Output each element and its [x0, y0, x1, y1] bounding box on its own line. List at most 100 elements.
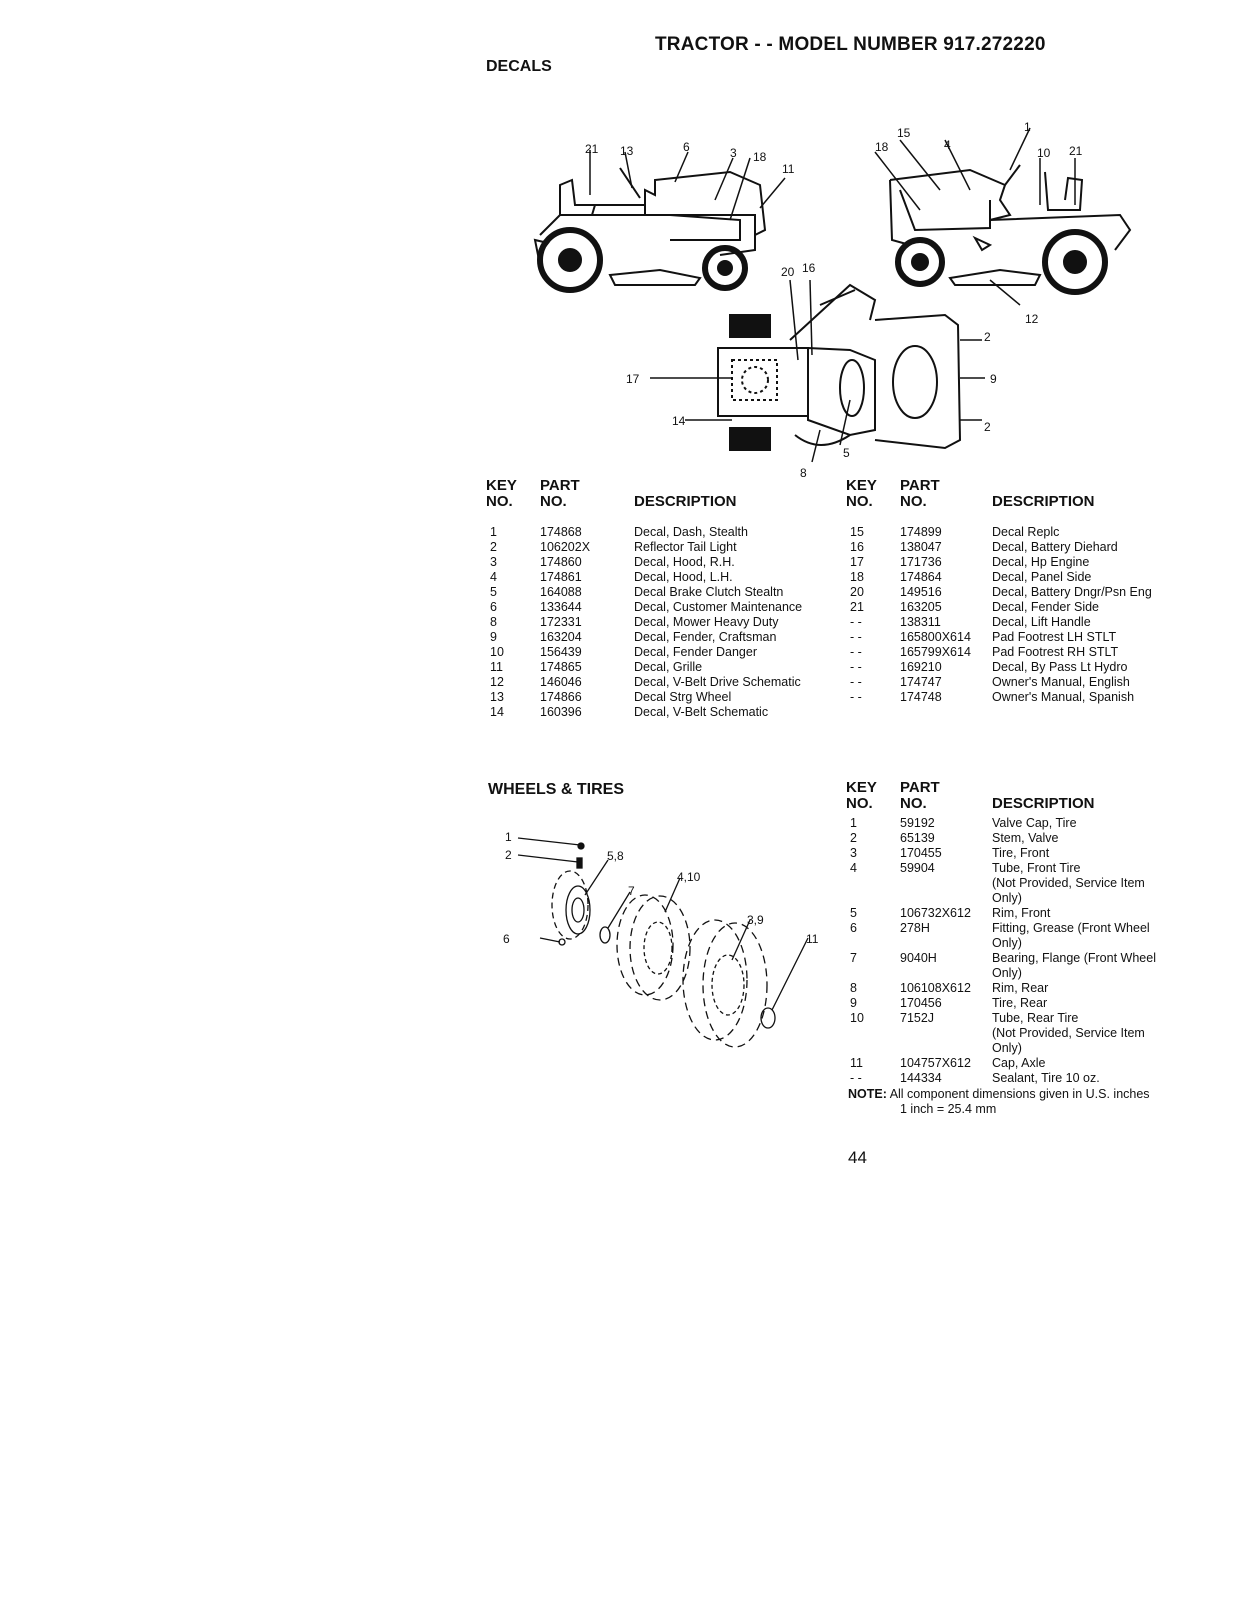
- cell-key: - -: [850, 1071, 862, 1085]
- note-label: NOTE:: [848, 1087, 887, 1101]
- cell-desc: Only): [992, 891, 1022, 905]
- cell-key: 6: [850, 921, 857, 935]
- cell-key: - -: [850, 675, 862, 689]
- cell-key: 10: [850, 1011, 864, 1025]
- table-row: Only): [850, 891, 1180, 906]
- cell-part: 165800X614: [900, 630, 971, 644]
- note-text: All component dimensions given in U.S. i…: [889, 1087, 1150, 1101]
- cell-key: 16: [850, 540, 864, 554]
- page-title: TRACTOR - - MODEL NUMBER 917.272220: [655, 34, 1046, 55]
- cell-part: 65139: [900, 831, 935, 845]
- callout-3: 3: [730, 146, 737, 160]
- cell-part: 169210: [900, 660, 942, 674]
- wheels-callout-11: 11: [806, 932, 819, 946]
- cell-key: 8: [490, 615, 497, 629]
- cell-part: 174866: [540, 690, 582, 704]
- cell-key: 21: [850, 600, 864, 614]
- cell-desc: Only): [992, 1041, 1022, 1055]
- table-row: (Not Provided, Service Item: [850, 876, 1180, 891]
- cell-desc: Decal, Grille: [634, 660, 703, 674]
- cell-part: 174748: [900, 690, 942, 704]
- cell-desc: Rim, Rear: [992, 981, 1049, 995]
- cell-part: 164088: [540, 585, 582, 599]
- page-number: 44: [848, 1148, 867, 1167]
- cell-part: 160396: [540, 705, 582, 719]
- cell-part: 278H: [900, 921, 930, 935]
- cell-part: 7152J: [900, 1011, 935, 1025]
- cell-part: 171736: [900, 555, 942, 569]
- cell-part: 170456: [900, 996, 942, 1010]
- cell-desc: Bearing, Flange (Front Wheel: [992, 951, 1156, 965]
- cell-part: 165799X614: [900, 645, 971, 659]
- table-row: 16 138047 Decal, Battery Diehard: [850, 540, 1180, 555]
- cell-desc: Decal, Battery Diehard: [992, 540, 1118, 554]
- wheels-callout-1: 1: [505, 830, 512, 844]
- cell-part: 138311: [900, 615, 941, 629]
- cell-desc: Decal, Hood, R.H.: [634, 555, 735, 569]
- cell-desc: Only): [992, 936, 1022, 950]
- cell-desc: Fitting, Grease (Front Wheel: [992, 921, 1150, 935]
- cell-desc: Sealant, Tire 10 oz.: [992, 1071, 1100, 1085]
- decals-right-header-description: DESCRIPTION: [992, 493, 1095, 510]
- cell-desc: Decal, Lift Handle: [992, 615, 1091, 629]
- callout-10: 10: [1037, 146, 1051, 160]
- cell-desc: (Not Provided, Service Item: [992, 1026, 1145, 1040]
- callout-21-right: 21: [1069, 144, 1083, 158]
- wheels-callout-2: 2: [505, 848, 512, 862]
- cell-part: 9040H: [900, 951, 937, 965]
- wheels-callout-4-10: 4,10: [677, 870, 701, 884]
- table-row: (Not Provided, Service Item: [850, 1026, 1180, 1041]
- cell-part: 174860: [540, 555, 582, 569]
- cell-part: 174861: [540, 570, 582, 584]
- cell-part: 138047: [900, 540, 942, 554]
- cell-part: 156439: [540, 645, 582, 659]
- callout-12: 12: [1025, 312, 1039, 326]
- cell-part: 146046: [540, 675, 582, 689]
- cell-desc: Tube, Rear Tire: [992, 1011, 1079, 1025]
- table-row: - - 169210 Decal, By Pass Lt Hydro: [850, 660, 1180, 675]
- table-row: 10 7152J Tube, Rear Tire: [850, 1011, 1180, 1026]
- cell-key: - -: [850, 690, 862, 704]
- cell-key: 14: [490, 705, 504, 719]
- decals-leader-lines: [589, 127, 1076, 463]
- cell-desc: Tube, Front Tire: [992, 861, 1081, 875]
- cell-part: 104757X612: [900, 1056, 971, 1070]
- cell-part: 106108X612: [900, 981, 971, 995]
- cell-desc: Decal Replc: [992, 525, 1060, 539]
- wheels-callout-7: 7: [628, 884, 635, 898]
- cell-desc: Decal Strg Wheel: [634, 690, 732, 704]
- cell-desc: Decal, Customer Maintenance: [634, 600, 803, 614]
- cell-key: - -: [850, 660, 862, 674]
- cell-desc: Decal, V-Belt Drive Schematic: [634, 675, 801, 689]
- cell-desc: Decal, Fender Danger: [634, 645, 757, 659]
- cell-key: - -: [850, 630, 862, 644]
- cell-part: 163205: [900, 600, 942, 614]
- cell-key: 3: [490, 555, 497, 569]
- cell-part: 174864: [900, 570, 942, 584]
- cell-desc: Decal, By Pass Lt Hydro: [992, 660, 1128, 674]
- cell-key: 10: [490, 645, 504, 659]
- callout-5: 5: [843, 446, 850, 460]
- cell-desc: Rim, Front: [992, 906, 1051, 920]
- cell-part: 174868: [540, 525, 582, 539]
- cell-key: 8: [850, 981, 857, 995]
